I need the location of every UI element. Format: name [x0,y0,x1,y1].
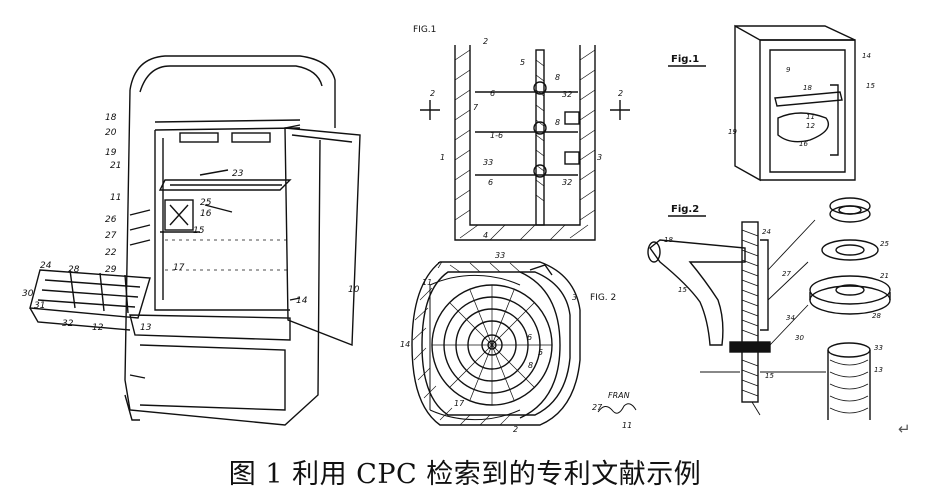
svg-text:3: 3 [597,153,602,162]
svg-text:24: 24 [762,228,771,236]
svg-text:23: 23 [232,169,244,179]
svg-text:26: 26 [105,215,117,225]
svg-text:14: 14 [400,340,410,349]
svg-text:7: 7 [437,261,443,270]
svg-text:13: 13 [874,366,883,374]
svg-text:Fig.1: Fig.1 [671,54,699,65]
svg-text:33: 33 [495,251,505,260]
svg-text:31: 31 [34,301,45,311]
fig1-section-drawing: FIG.1 [413,25,630,241]
svg-text:27: 27 [105,231,117,241]
svg-text:5: 5 [538,348,543,357]
right-labels: 14 15 9 18 11 12 19 16 24 18 27 15 25 21… [664,52,889,380]
svg-text:27: 27 [592,403,603,412]
svg-text:12: 12 [92,323,104,333]
svg-text:10: 10 [348,285,360,295]
right-fig1-cabinet-drawing: Fig.1 [668,24,856,182]
svg-text:5: 5 [520,58,525,67]
svg-text:1-6: 1-6 [490,131,503,140]
svg-text:32: 32 [562,178,572,187]
fig2-plan-drawing: FIG. 2 [411,261,637,426]
svg-text:7: 7 [473,103,479,112]
svg-text:11: 11 [806,113,815,121]
svg-text:18: 18 [664,236,673,244]
svg-text:27: 27 [782,270,791,278]
svg-text:8: 8 [555,73,560,82]
svg-text:2: 2 [618,89,623,98]
svg-text:32: 32 [62,319,74,329]
svg-text:6: 6 [527,333,532,342]
svg-text:19: 19 [105,148,117,158]
paragraph-return-mark: ↵ [898,420,911,438]
svg-text:6: 6 [488,178,493,187]
svg-text:32: 32 [562,90,572,99]
svg-text:15: 15 [866,82,875,90]
svg-text:34: 34 [786,314,795,322]
svg-text:17: 17 [173,263,185,273]
svg-text:30: 30 [795,334,804,342]
svg-text:11: 11 [622,421,632,430]
figure-caption: 图 1 利用 CPC 检索到的专利文献示例 [228,459,702,490]
svg-text:20: 20 [105,128,117,138]
svg-text:18: 18 [803,84,812,92]
svg-text:15: 15 [678,286,687,294]
svg-text:24: 24 [40,261,52,271]
svg-text:18: 18 [105,113,117,123]
right-fig2-exploded-drawing: Fig.2 [647,197,891,420]
svg-text:28: 28 [68,265,80,275]
svg-text:13: 13 [140,323,152,333]
refrigerator-labels: 23 25 16 15 17 18 20 19 21 11 26 27 22 2… [22,113,360,333]
svg-text:6: 6 [490,89,495,98]
svg-text:9: 9 [786,66,791,74]
svg-text:22: 22 [105,248,117,258]
fig2-labels: 33 7 11 3 14 6 5 8 17 2 FRAN 27 11 [400,251,632,434]
svg-text:28: 28 [872,312,881,320]
svg-text:Fig.2: Fig.2 [671,204,699,215]
svg-text:30: 30 [22,289,34,299]
svg-text:14: 14 [862,52,871,60]
svg-text:2: 2 [430,89,435,98]
svg-text:8: 8 [555,118,560,127]
svg-text:8: 8 [528,361,533,370]
svg-text:4: 4 [483,231,488,240]
svg-text:3: 3 [572,293,577,302]
svg-text:14: 14 [296,296,308,306]
svg-text:2: 2 [483,37,488,46]
svg-text:11: 11 [422,278,432,287]
fig1-labels: 2 5 6 8 32 7 1-6 8 33 6 32 4 2 2 1 3 [430,37,623,240]
svg-text:33: 33 [874,344,883,352]
svg-text:16: 16 [799,140,808,148]
svg-text:25: 25 [880,240,889,248]
svg-text:17: 17 [454,399,465,408]
svg-text:33: 33 [483,158,493,167]
svg-text:1: 1 [440,153,445,162]
refrigerator-drawing [29,55,361,426]
svg-text:FRAN: FRAN [608,391,630,400]
svg-text:29: 29 [105,265,117,275]
svg-text:FIG.1: FIG.1 [413,25,436,35]
svg-text:19: 19 [728,128,737,136]
svg-text:12: 12 [806,122,815,130]
patent-figure-collage: 23 25 16 15 17 18 20 19 21 11 26 27 22 2… [22,24,891,434]
svg-text:25: 25 [200,198,212,208]
svg-text:15: 15 [193,226,205,236]
svg-text:2: 2 [513,425,518,434]
svg-text:FIG. 2: FIG. 2 [590,293,616,303]
svg-text:16: 16 [200,209,212,219]
svg-text:11: 11 [110,193,121,203]
svg-text:21: 21 [110,161,121,171]
svg-text:21: 21 [880,272,889,280]
svg-text:15: 15 [765,372,774,380]
